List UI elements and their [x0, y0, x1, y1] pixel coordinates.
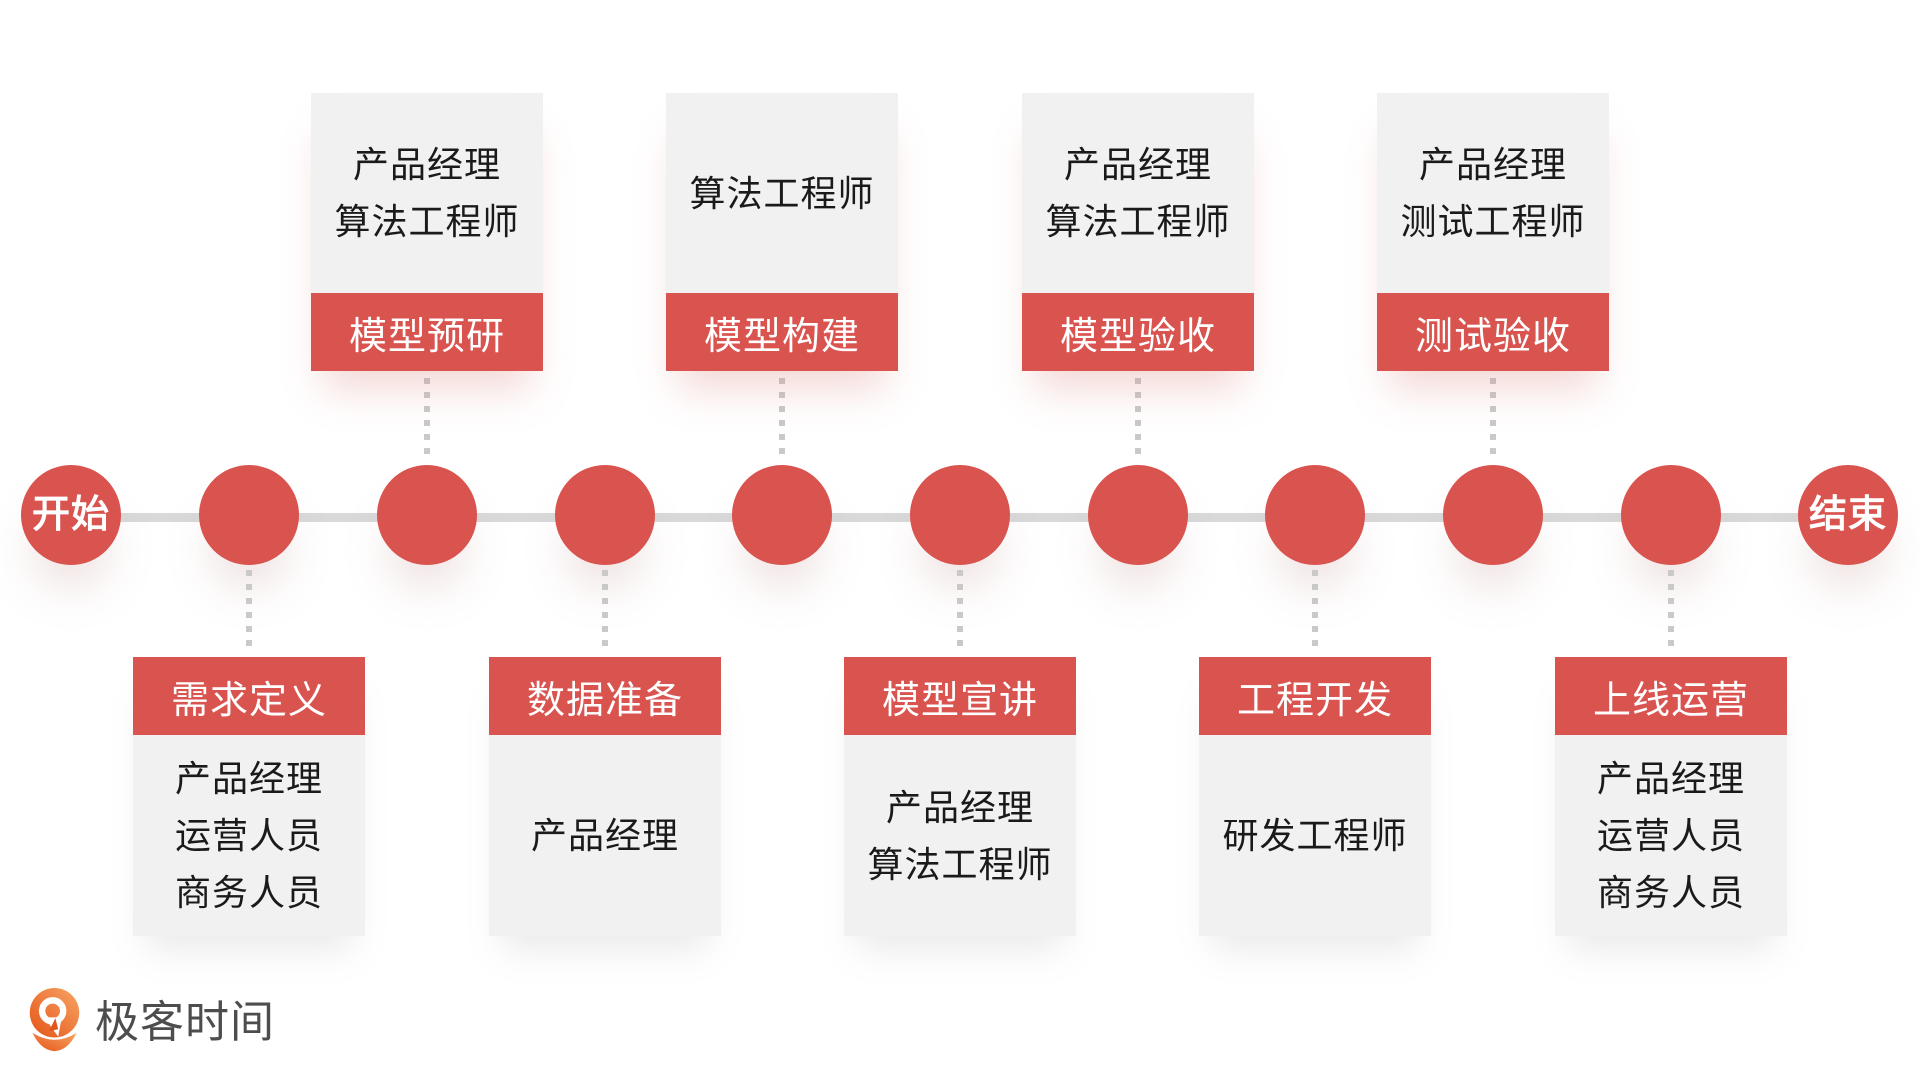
stage-connector	[1668, 570, 1674, 650]
geektime-logo-text: 极客时间	[95, 998, 275, 1047]
stage-connector	[957, 570, 963, 650]
stage-role: 运营人员	[174, 815, 323, 856]
stage-label: 工程开发	[1199, 657, 1431, 735]
stage-label: 模型宣讲	[844, 657, 1076, 735]
stage-box-model-preresearch: 产品经理 算法工程师 模型预研	[311, 93, 543, 371]
stage-box-test-acceptance: 产品经理 测试工程师 测试验收	[1377, 93, 1609, 371]
stage-roles: 产品经理 算法工程师	[311, 93, 543, 293]
start-label: 开始	[31, 494, 110, 536]
stage-connector	[779, 378, 785, 460]
stage-box-requirement-definition: 需求定义 产品经理 运营人员 商务人员	[133, 657, 365, 936]
stage-roles: 产品经理 运营人员 商务人员	[1555, 735, 1787, 936]
stage-roles: 产品经理 运营人员 商务人员	[133, 735, 365, 936]
stage-connector	[424, 378, 430, 460]
stage-role: 产品经理	[530, 815, 679, 856]
stage-label: 数据准备	[489, 657, 721, 735]
stage-role: 产品经理	[885, 786, 1034, 828]
geektime-logo-icon	[26, 987, 83, 1059]
stage-role: 产品经理	[352, 144, 501, 185]
stage-role: 商务人员	[1596, 872, 1745, 913]
stage-roles: 产品经理 测试工程师	[1377, 93, 1609, 293]
stage-role: 运营人员	[1596, 815, 1745, 856]
timeline-node-3	[555, 465, 655, 565]
stage-label: 模型预研	[311, 293, 543, 371]
stage-role: 商务人员	[174, 872, 323, 913]
stage-connector	[1490, 378, 1496, 460]
timeline-node-1	[199, 465, 299, 565]
stage-box-model-building: 算法工程师 模型构建	[666, 93, 898, 371]
stage-role: 产品经理	[1063, 144, 1212, 185]
stage-role: 产品经理	[1596, 758, 1745, 799]
timeline-node-6	[1088, 465, 1188, 565]
end-label: 结束	[1808, 494, 1887, 536]
timeline-node-start: 开始	[21, 465, 121, 565]
timeline-node-5	[910, 465, 1010, 565]
stage-label: 上线运营	[1555, 657, 1787, 735]
stage-role: 算法工程师	[689, 172, 875, 214]
stage-connector	[1135, 378, 1141, 460]
stage-role: 算法工程师	[334, 201, 520, 242]
stage-box-engineering-development: 工程开发 研发工程师	[1199, 657, 1431, 936]
timeline-node-end: 结束	[1798, 465, 1898, 565]
timeline-node-9	[1621, 465, 1721, 565]
stage-label: 测试验收	[1377, 293, 1609, 371]
stage-role: 算法工程师	[867, 843, 1053, 885]
stage-role: 算法工程师	[1045, 201, 1231, 242]
stage-roles: 产品经理 算法工程师	[844, 735, 1076, 936]
stage-role: 产品经理	[174, 758, 323, 799]
stage-label: 模型验收	[1022, 293, 1254, 371]
stage-label: 模型构建	[666, 293, 898, 371]
stage-box-launch-operation: 上线运营 产品经理 运营人员 商务人员	[1555, 657, 1787, 936]
stage-role: 产品经理	[1418, 144, 1567, 185]
timeline-node-7	[1265, 465, 1365, 565]
stage-role: 研发工程师	[1222, 815, 1408, 856]
stage-box-model-acceptance: 产品经理 算法工程师 模型验收	[1022, 93, 1254, 371]
stage-box-model-presentation: 模型宣讲 产品经理 算法工程师	[844, 657, 1076, 936]
stage-connector	[246, 570, 252, 650]
stage-box-data-preparation: 数据准备 产品经理	[489, 657, 721, 936]
geektime-logo: 极客时间	[26, 987, 275, 1059]
stage-label: 需求定义	[133, 657, 365, 735]
stage-roles: 算法工程师	[666, 93, 898, 293]
timeline-node-2	[377, 465, 477, 565]
stage-connector	[1312, 570, 1318, 650]
stage-role: 测试工程师	[1400, 201, 1586, 242]
timeline-node-4	[732, 465, 832, 565]
stage-roles: 研发工程师	[1199, 735, 1431, 936]
stage-roles: 产品经理 算法工程师	[1022, 93, 1254, 293]
stage-connector	[602, 570, 608, 650]
stage-roles: 产品经理	[489, 735, 721, 936]
timeline-node-8	[1443, 465, 1543, 565]
